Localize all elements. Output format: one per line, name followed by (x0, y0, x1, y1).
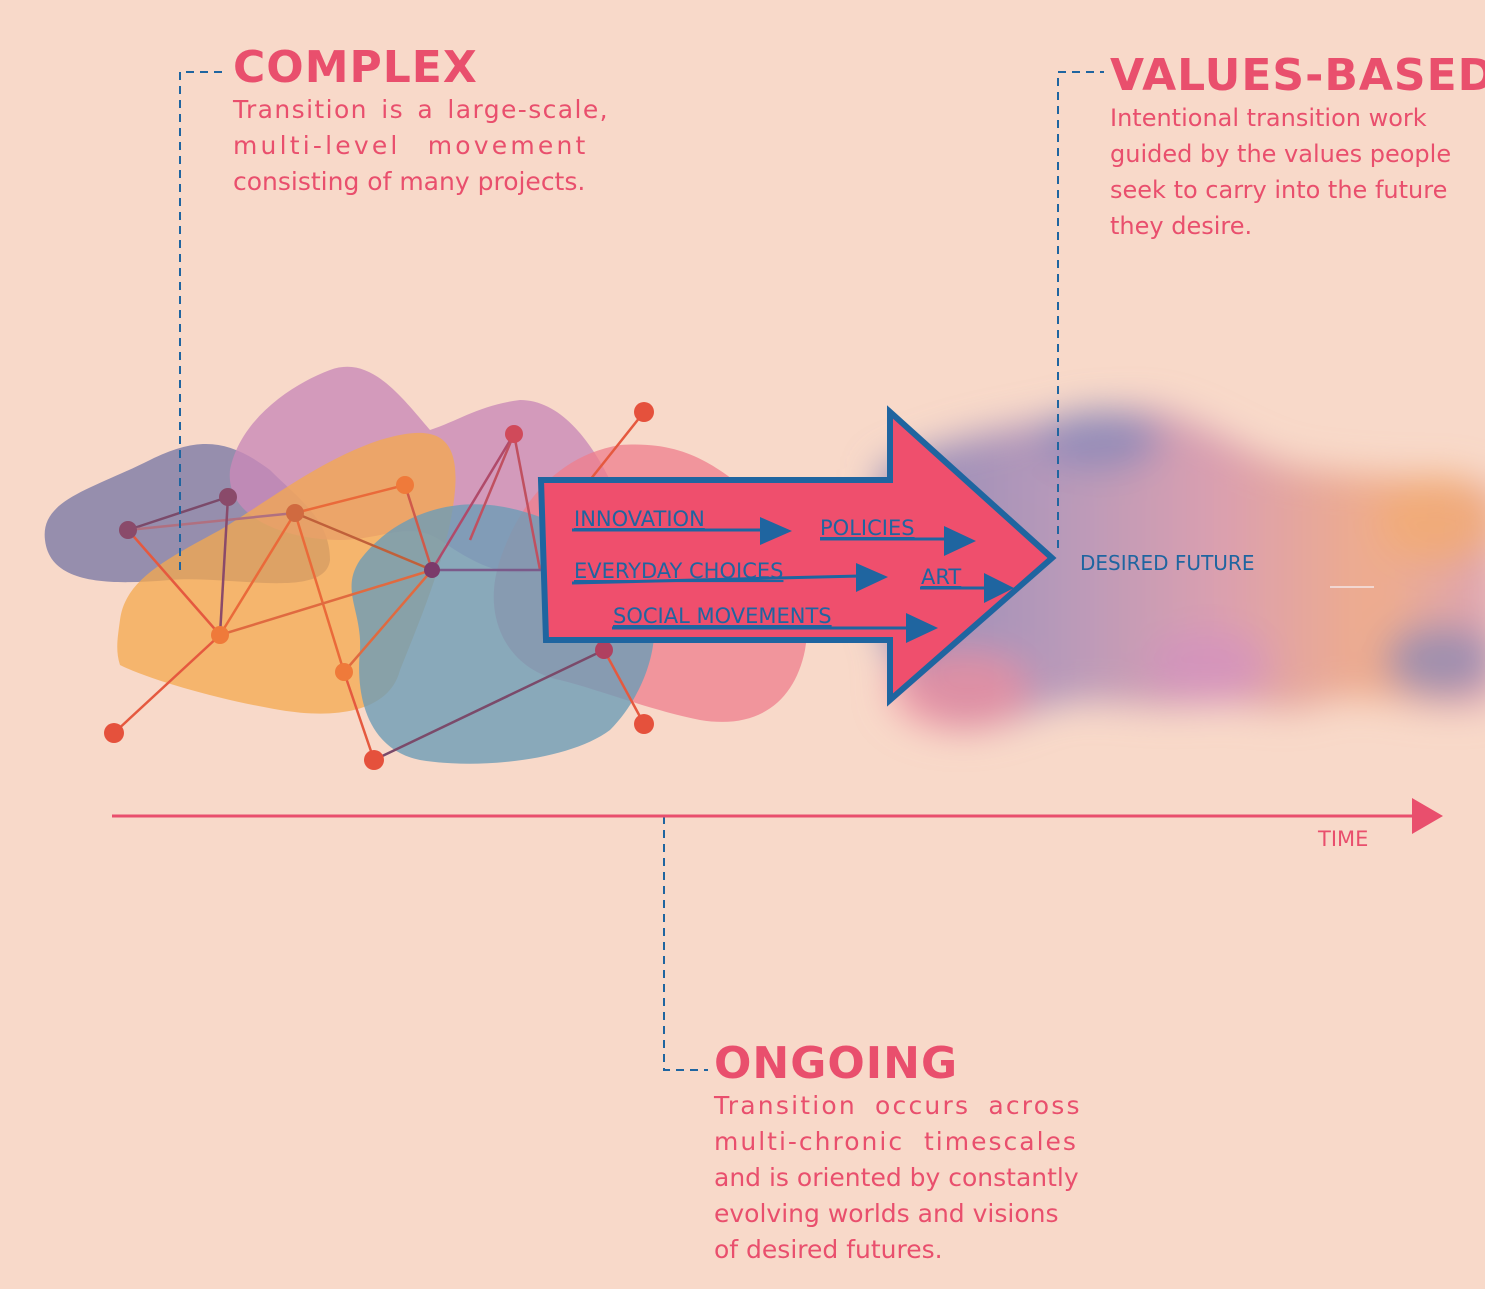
network-node (505, 425, 523, 443)
label-everyday-choices: EVERYDAY CHOICES (574, 559, 783, 583)
network-node (634, 402, 654, 422)
network-node (286, 504, 304, 522)
network-node (396, 476, 414, 494)
label-innovation: INNOVATION (574, 507, 705, 531)
complex-title: COMPLEX (233, 42, 478, 93)
network-node (634, 714, 654, 734)
ongoing-callout-line (663, 816, 708, 1071)
network-edge (127, 529, 221, 636)
network-edge (293, 512, 346, 673)
network-edge (342, 671, 376, 761)
values-line: Intentional transition work (1110, 104, 1427, 132)
ongoing-title: ONGOING (714, 1038, 959, 1089)
values-based-description: Intentional transition work guided by th… (1110, 100, 1485, 244)
network-edge (219, 568, 433, 637)
label-art: ART (921, 565, 961, 589)
ongoing-description: Transition occurs across multi-chronic t… (714, 1088, 1122, 1268)
network-edge (294, 511, 433, 572)
values-line: guided by the values people (1110, 140, 1452, 168)
values-line: seek to carry into the future (1110, 176, 1448, 204)
network-edge (468, 433, 516, 541)
network-node (119, 521, 137, 539)
ongoing-line: and is oriented by constantly (714, 1163, 1079, 1192)
values-based-block: VALUES-BASED Intentional transition work… (1110, 52, 1485, 244)
network-edge (127, 495, 229, 532)
arrow-head-policies (944, 526, 976, 556)
arrow-head-innovation (760, 517, 792, 545)
network-edge (373, 648, 605, 762)
complex-line: Transition is a large-scale, (233, 95, 609, 124)
complex-line: consisting of many projects. (233, 167, 586, 196)
network-nodes (104, 402, 654, 770)
ongoing-line: evolving worlds and visions (714, 1199, 1059, 1228)
label-social-movements: SOCIAL MOVEMENTS (613, 604, 832, 628)
desired-future-cloud (877, 408, 1485, 730)
complex-block: COMPLEX Transition is a large-scale, mul… (233, 44, 653, 200)
arrow-head-art (984, 573, 1014, 603)
network-node (219, 488, 237, 506)
ongoing-block: ONGOING Transition occurs across multi-c… (714, 1040, 1134, 1268)
network-edge (430, 433, 516, 571)
network-node (104, 723, 124, 743)
ongoing-line: multi-chronic timescales (714, 1127, 1078, 1156)
network-edge (218, 496, 230, 636)
label-policies: POLICIES (820, 516, 915, 540)
network-node (364, 750, 384, 770)
network-edge (218, 512, 297, 636)
time-arrow-head (1412, 798, 1443, 834)
complex-line: multi-level movement (233, 131, 589, 160)
network-edge (403, 484, 434, 571)
network-edge (127, 511, 296, 532)
network-node (335, 663, 353, 681)
ongoing-line: Transition occurs across (714, 1091, 1082, 1120)
network-edge (294, 483, 406, 515)
network-edge (512, 433, 542, 571)
network-edge (589, 411, 645, 481)
values-based-title: VALUES-BASED (1110, 50, 1485, 101)
values-line: they desire. (1110, 212, 1253, 240)
network-node (211, 626, 229, 644)
inner-arrows (571, 517, 1014, 643)
ongoing-line: of desired futures. (714, 1235, 943, 1264)
arrow-head-social-movements (906, 613, 938, 643)
network-node (424, 562, 440, 578)
time-label: TIME (1317, 827, 1368, 851)
arrow-head-everyday-choices (856, 563, 888, 592)
callout-lines (179, 71, 1104, 1071)
values-callout-line (1057, 71, 1104, 548)
complex-description: Transition is a large-scale, multi-level… (233, 92, 641, 200)
network-edge (602, 649, 646, 725)
complex-callout-line (179, 71, 226, 570)
network-node (595, 641, 613, 659)
network-edge (343, 569, 433, 673)
desired-future-label: DESIRED FUTURE (1080, 551, 1254, 575)
network-edge (113, 634, 221, 734)
time-axis: TIME (112, 798, 1443, 851)
